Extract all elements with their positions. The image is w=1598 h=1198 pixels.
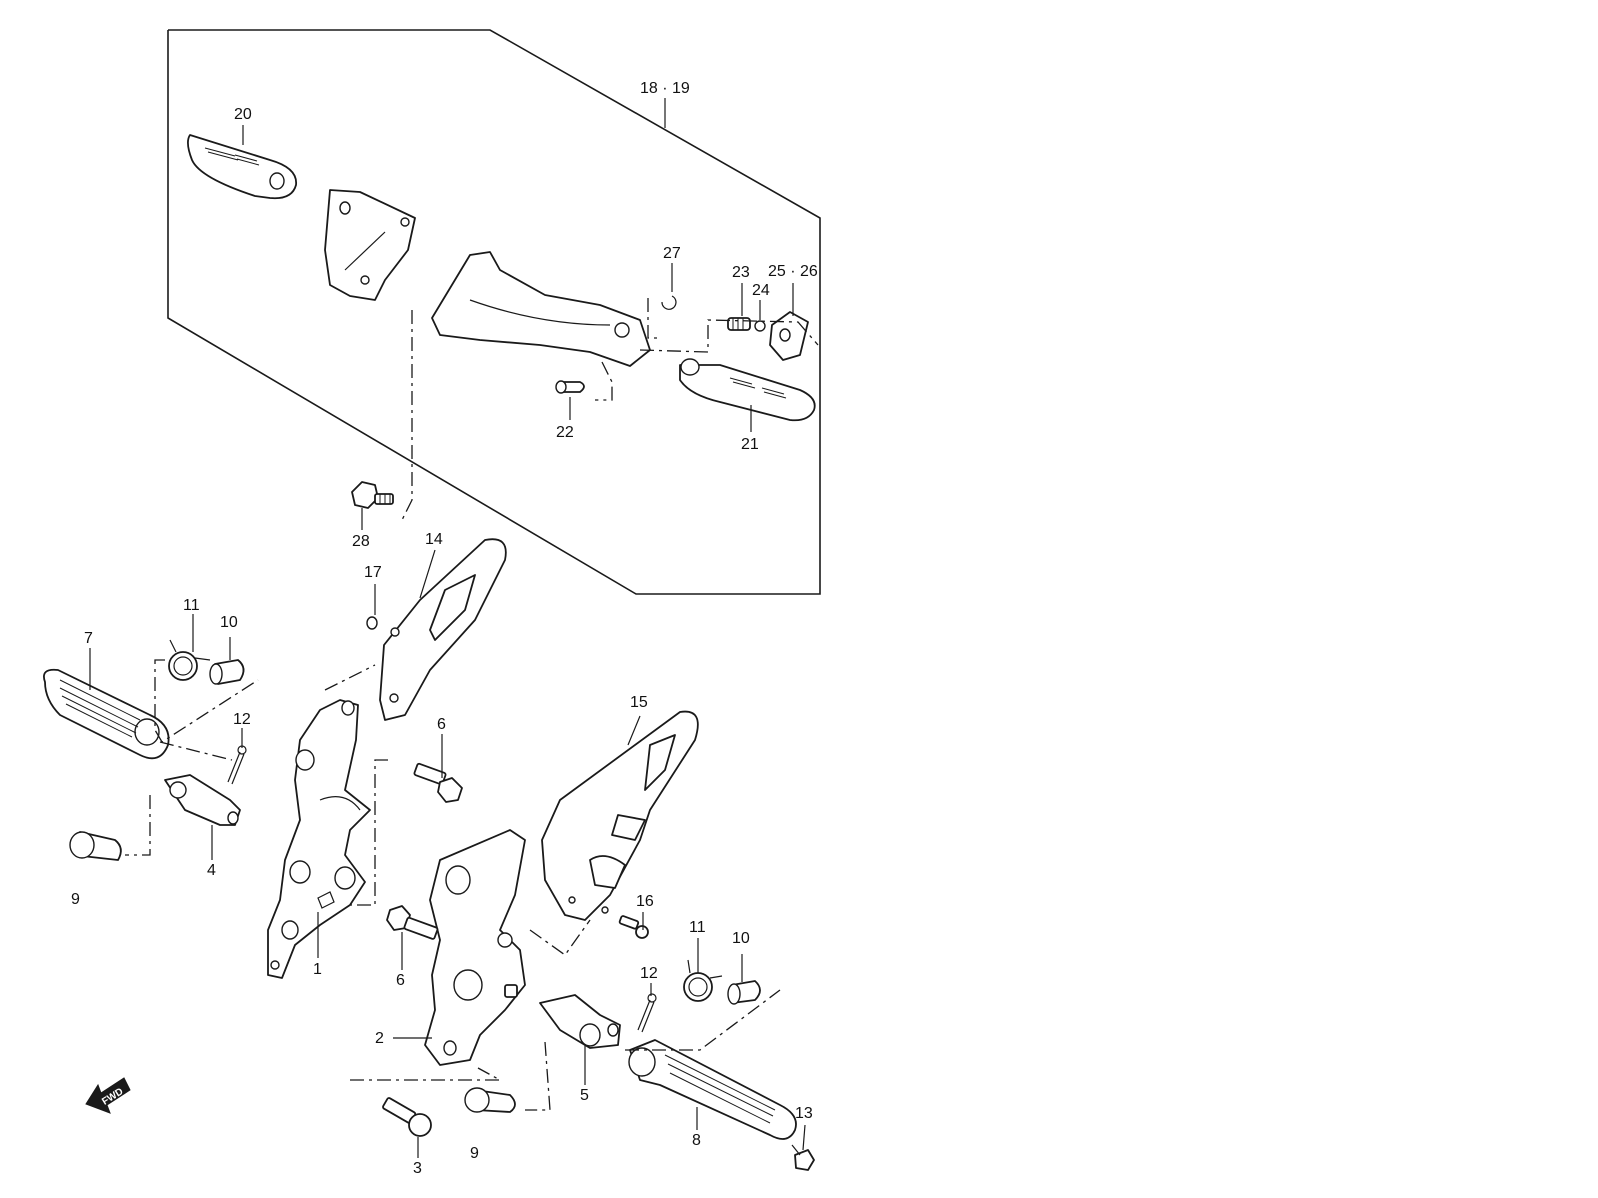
label-9-right: 9 xyxy=(470,1145,479,1162)
label-6-lower: 6 xyxy=(396,972,405,989)
label-9-left: 9 xyxy=(71,891,80,908)
label-27: 27 xyxy=(663,245,681,262)
part-10-cap-right xyxy=(727,980,761,1005)
label-22: 22 xyxy=(556,424,574,441)
part-1-bracket xyxy=(267,699,371,979)
part-5-pivot xyxy=(539,994,621,1049)
part-4-pivot xyxy=(164,774,241,826)
label-20: 20 xyxy=(234,106,252,123)
label-17: 17 xyxy=(364,564,382,581)
part-24-ball xyxy=(754,320,766,332)
part-rear-plate xyxy=(324,189,416,301)
part-15-heel-guard xyxy=(541,710,699,921)
label-11-right: 11 xyxy=(689,919,706,936)
part-labels: 18 · 19 20 27 23 24 25 · 26 22 21 28 14 … xyxy=(71,80,818,1177)
part-9-cap-right xyxy=(464,1087,516,1113)
label-8: 8 xyxy=(692,1132,701,1149)
part-rear-bracket xyxy=(431,251,651,367)
part-11-spring xyxy=(168,639,211,681)
label-6-upper: 6 xyxy=(437,716,446,733)
leader-lines xyxy=(89,98,806,1158)
label-21: 21 xyxy=(741,436,759,453)
label-25-26: 25 · 26 xyxy=(768,263,818,280)
fwd-arrow-icon: FWD xyxy=(85,1077,131,1114)
part-6-bolt-lower xyxy=(386,905,439,940)
part-11-spring-right xyxy=(683,959,723,1002)
part-10-cap xyxy=(209,659,245,685)
label-14: 14 xyxy=(425,531,443,548)
part-12-cotter-pin-right xyxy=(637,993,657,1033)
part-16-bolt xyxy=(618,915,649,939)
label-10-left: 10 xyxy=(220,614,238,631)
centerlines-box xyxy=(401,298,819,521)
part-27-clip xyxy=(661,295,677,310)
label-28: 28 xyxy=(352,533,370,550)
part-25-26-plate xyxy=(769,311,809,361)
label-13: 13 xyxy=(795,1105,813,1122)
part-9-cap-left xyxy=(69,831,122,861)
centerlines-assembly xyxy=(125,659,781,1111)
part-3-bolt xyxy=(382,1097,432,1137)
label-4: 4 xyxy=(207,862,216,879)
label-18-19: 18 · 19 xyxy=(640,80,690,97)
label-3: 3 xyxy=(413,1160,422,1177)
part-28-bolt xyxy=(351,481,394,509)
label-12-right: 12 xyxy=(640,965,658,982)
part-22-pin xyxy=(555,380,585,394)
part-7-footpeg xyxy=(43,668,170,760)
label-1: 1 xyxy=(313,961,322,978)
subassembly-box xyxy=(167,29,821,595)
label-15: 15 xyxy=(630,694,648,711)
label-10-right: 10 xyxy=(732,930,750,947)
part-23-spring xyxy=(727,317,751,331)
part-17-washer xyxy=(366,616,378,630)
label-5: 5 xyxy=(580,1087,589,1104)
part-13-screw xyxy=(791,1144,815,1171)
part-6-bolt-upper xyxy=(413,762,463,803)
part-12-cotter-pin xyxy=(227,745,247,785)
label-7: 7 xyxy=(84,630,93,647)
part-8-footpeg xyxy=(628,1039,797,1140)
label-24: 24 xyxy=(752,282,770,299)
part-20-rear-footpeg xyxy=(187,134,297,200)
label-16: 16 xyxy=(636,893,654,910)
part-21-footpeg xyxy=(679,358,816,422)
label-12-left: 12 xyxy=(233,711,251,728)
label-11-left: 11 xyxy=(183,597,200,614)
part-2-bracket xyxy=(424,829,526,1066)
part-14-heel-guard xyxy=(379,538,507,721)
label-2: 2 xyxy=(375,1030,384,1047)
label-23: 23 xyxy=(732,264,750,281)
